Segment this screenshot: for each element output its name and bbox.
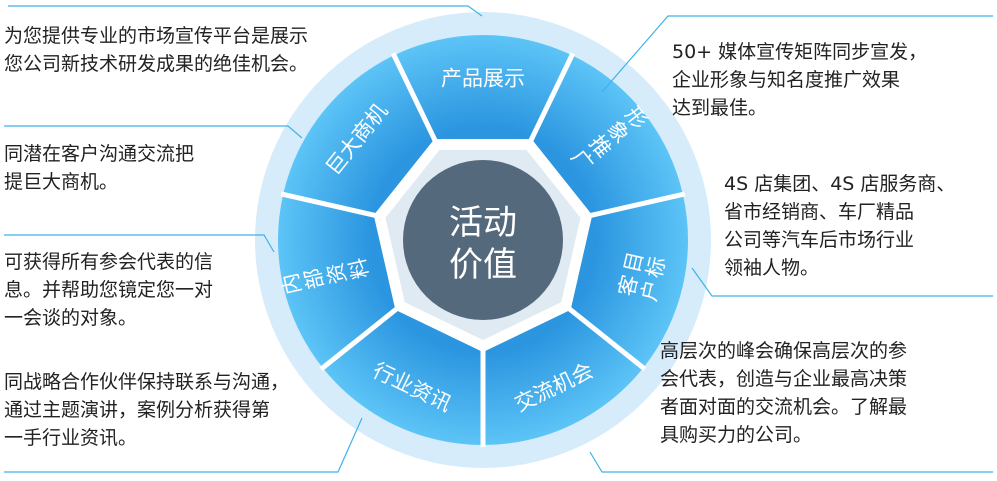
- desc-line: 4S 店集团、4S 店服务商、: [724, 173, 956, 195]
- desc-target: 4S 店集团、4S 店服务商、 省市经销商、车厂精品 公司等汽车后市场行业 领袖…: [724, 170, 955, 282]
- segment-exchange: [483, 309, 644, 445]
- segment-label-char: 标: [642, 254, 670, 280]
- connector-brand: [601, 15, 993, 93]
- segment-gap: [390, 52, 438, 142]
- segment-label-char: 部: [300, 266, 328, 292]
- desc-industry: 同战略合作伙伴保持联系与沟通， 通过主题演讲，案例分析获得第 一手行业资讯。: [4, 368, 289, 452]
- segment-label-product: 产品展示: [441, 67, 525, 91]
- segment-label-char: 内: [278, 271, 306, 297]
- desc-business: 同潜在客户沟通交流把 提巨大商机。: [4, 140, 194, 196]
- center-core: [403, 160, 563, 320]
- segment-industry: [322, 309, 483, 445]
- desc-line: 者面对面的交流机会。了解最: [660, 396, 908, 418]
- desc-line: 同潜在客户沟通交流把: [4, 143, 195, 165]
- segment-gap: [280, 191, 377, 218]
- segment-label-text: 产品展示: [441, 67, 525, 91]
- desc-line: 一会谈的对象。: [4, 307, 138, 329]
- desc-line: 高层次的峰会确保高层次的参: [660, 340, 908, 362]
- segment-label-char: 户: [637, 278, 665, 304]
- connector-business: [4, 125, 303, 139]
- desc-line: 企业形象与知名度推广效果: [672, 69, 901, 91]
- desc-line: 提巨大商机。: [4, 171, 119, 193]
- desc-line: 通过主题演讲，案例分析获得第: [4, 399, 271, 421]
- desc-line: 具购买力的公司。: [660, 424, 813, 446]
- segment-product: [394, 34, 572, 140]
- desc-product: 为您提供专业的市场宣传平台是展示 您公司新技术研发成果的绝佳机会。: [4, 22, 308, 78]
- segment-label-char: 客: [614, 273, 642, 299]
- segment-label-char: 资: [323, 260, 351, 286]
- desc-line: 同战略合作伙伴保持联系与沟通，: [4, 371, 290, 393]
- segment-business: [283, 55, 435, 216]
- segment-insider: [278, 194, 396, 368]
- desc-line: 领袖人物。: [724, 257, 820, 279]
- segment-gap: [589, 191, 686, 218]
- center-title-line1: 活动: [449, 203, 517, 243]
- connector-product: [8, 5, 483, 17]
- desc-line: 50+ 媒体宣传矩阵同步宣发，: [672, 41, 928, 63]
- desc-line: 一手行业资讯。: [4, 427, 138, 449]
- connector-industry: [4, 417, 363, 473]
- desc-line: 您公司新技术研发成果的绝佳机会。: [4, 53, 309, 75]
- segment-target: [570, 194, 688, 368]
- connector-exchange: [589, 451, 993, 473]
- desc-insider: 可获得所有参会代表的信 息。并帮助您镜定您一对 一会谈的对象。: [4, 248, 213, 332]
- segment-label-char: 目: [620, 249, 648, 275]
- segment-brand: [531, 55, 683, 216]
- segment-gap: [567, 306, 647, 372]
- segment-gap: [319, 306, 399, 372]
- desc-line: 可获得所有参会代表的信: [4, 251, 214, 273]
- segment-label-char: 料: [345, 255, 373, 281]
- desc-line: 息。并帮助您镜定您一对: [4, 279, 214, 301]
- segment-gap: [528, 52, 576, 142]
- desc-line: 公司等汽车后市场行业: [724, 229, 915, 251]
- center-title-line2: 价值: [449, 245, 517, 285]
- desc-line: 达到最佳。: [672, 97, 768, 119]
- desc-exchange: 高层次的峰会确保高层次的参 会代表，创造与企业最高决策 者面对面的交流机会。了解…: [660, 337, 907, 449]
- connector-target: [691, 267, 993, 297]
- connector-insider: [4, 234, 275, 253]
- desc-line: 为您提供专业的市场宣传平台是展示: [4, 25, 309, 47]
- desc-line: 省市经销商、车厂精品: [724, 201, 915, 223]
- desc-line: 会代表，创造与企业最高决策: [660, 368, 908, 390]
- desc-brand: 50+ 媒体宣传矩阵同步宣发， 企业形象与知名度推广效果 达到最佳。: [672, 38, 927, 122]
